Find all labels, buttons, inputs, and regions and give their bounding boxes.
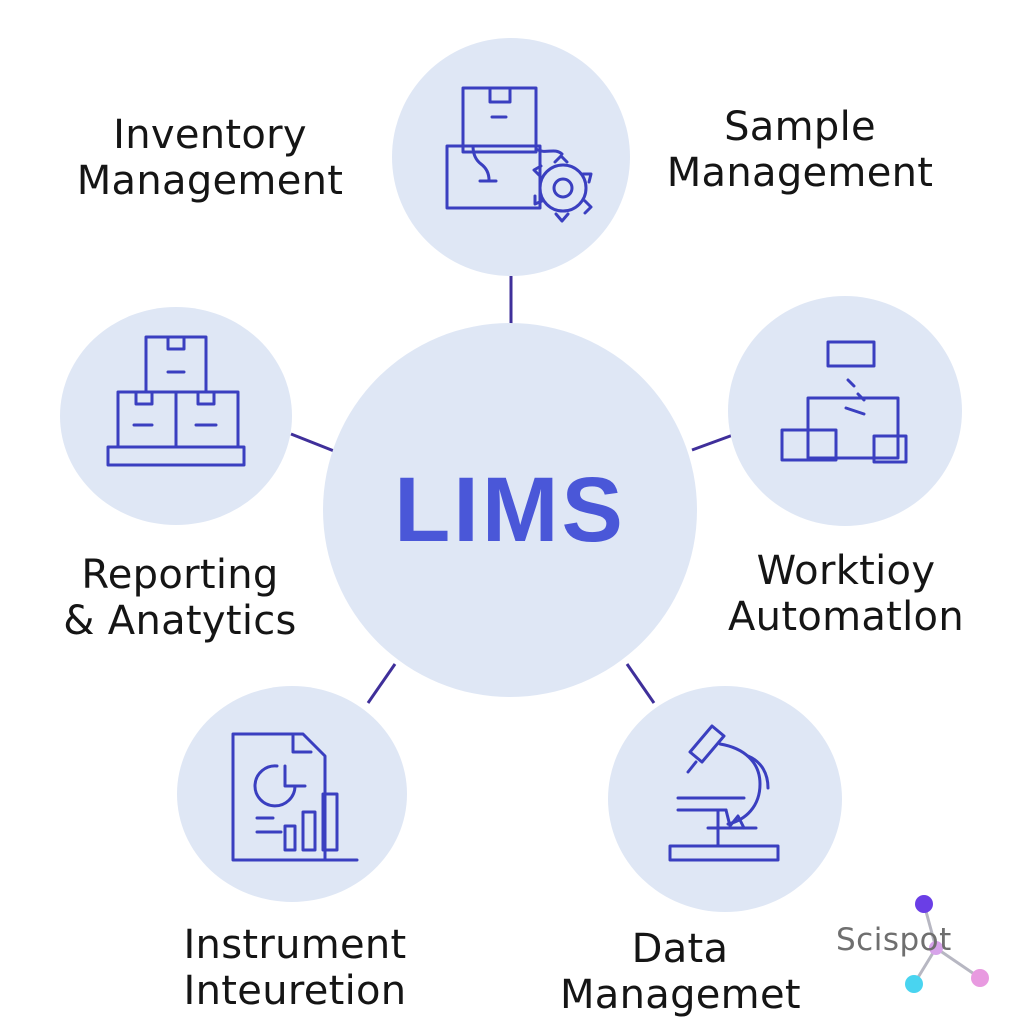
label-reporting-line1: Reporting bbox=[81, 552, 279, 598]
label-instrument-line2: Inteuretion bbox=[183, 968, 407, 1014]
connector-left bbox=[290, 432, 335, 453]
boxes-gear-icon bbox=[445, 86, 593, 223]
label-workflow: Worktioy Automatlon bbox=[716, 548, 976, 640]
microscope-icon bbox=[668, 724, 780, 862]
stacked-boxes-icon bbox=[106, 335, 246, 467]
label-inventory-line2: Management bbox=[76, 158, 344, 204]
connector-bottom-left bbox=[366, 663, 397, 704]
brand-name: Scispot bbox=[836, 922, 952, 958]
node-workflow-circle bbox=[728, 296, 962, 526]
label-data-line1: Data bbox=[631, 926, 729, 972]
label-instrument-line1: Instrument bbox=[183, 922, 407, 968]
label-workflow-line1: Worktioy bbox=[756, 548, 936, 594]
label-reporting: Reporting & Anatytics bbox=[50, 552, 310, 644]
node-data-circle bbox=[608, 686, 842, 912]
label-sample: Sample Management bbox=[660, 104, 940, 196]
brand-network-icon bbox=[905, 895, 989, 993]
label-reporting-line2: & Anatytics bbox=[63, 598, 297, 644]
label-inventory-line1: Inventory bbox=[113, 112, 307, 158]
node-reporting-circle bbox=[60, 307, 292, 525]
connector-bottom-right bbox=[625, 663, 656, 704]
report-chart-icon bbox=[231, 732, 359, 862]
node-inventory-circle bbox=[392, 38, 630, 276]
center-circle: LIMS bbox=[323, 323, 697, 697]
label-workflow-line2: Automatlon bbox=[728, 594, 964, 640]
workflow-blocks-icon bbox=[780, 340, 908, 464]
label-sample-line1: Sample bbox=[724, 104, 876, 150]
connector-right bbox=[691, 433, 734, 452]
label-instrument: Instrument Inteuretion bbox=[165, 922, 425, 1014]
label-data: Data Managemet bbox=[560, 926, 801, 1018]
center-title: LIMS bbox=[394, 458, 626, 561]
label-data-line2: Managemet bbox=[560, 972, 801, 1018]
node-instrument-circle bbox=[177, 686, 407, 902]
label-inventory: Inventory Management bbox=[70, 112, 350, 204]
label-sample-line2: Management bbox=[666, 150, 934, 196]
brand-logo: Scispot bbox=[836, 890, 1006, 1000]
